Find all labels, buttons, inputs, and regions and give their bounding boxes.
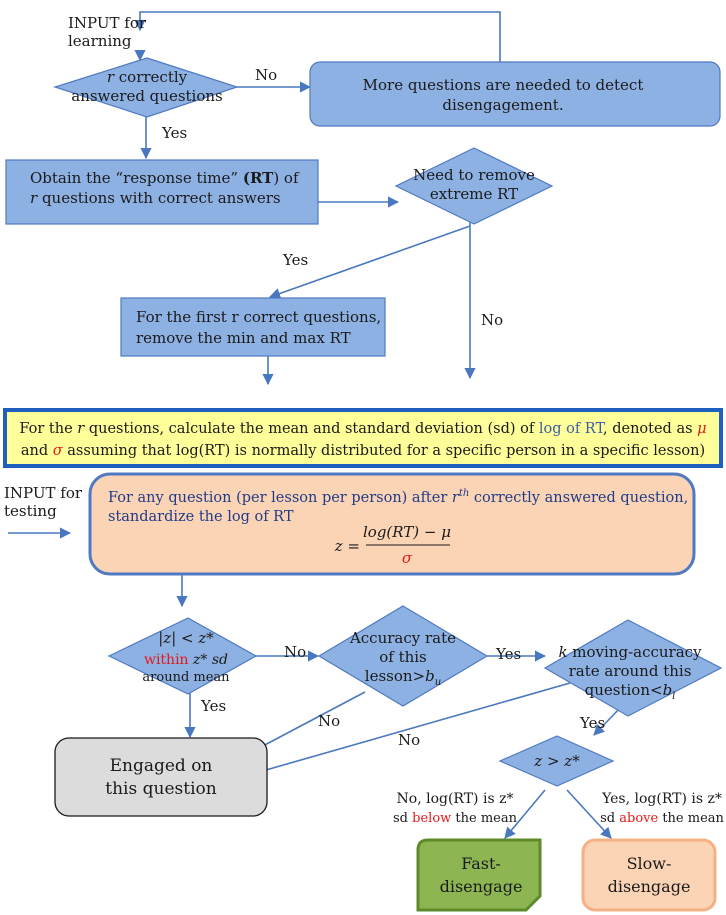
fast-disengage-box: Fast- disengage [416, 838, 542, 912]
remove-minmax-box: For the first r correct questions, remov… [120, 297, 386, 357]
diamond-z-within: |z| < z* within z* sd around mean [107, 617, 258, 695]
slow-disengage-box: Slow- disengage [581, 838, 717, 912]
arrow-zgt-slow [566, 789, 612, 839]
diamond-r-line2: answered questions [71, 87, 223, 105]
diamond-extreme-line1: Need to remove [413, 166, 535, 184]
label-yes-2: Yes [282, 251, 308, 269]
engaged-line2: this question [105, 779, 216, 799]
arrow-zgt-fast [504, 789, 546, 839]
diamond-extreme-rt: Need to remove extreme RT [394, 147, 554, 225]
standardize-box: For any question (per lesson per person)… [88, 472, 696, 576]
remove-minmax-line2: remove the min and max RT [136, 329, 351, 347]
engaged-line1: Engaged on [110, 756, 213, 776]
label-no-2: No [481, 311, 503, 329]
no-branch-label: No, log(RT) is z* sd below the mean [393, 791, 518, 826]
input-testing-line1: INPUT for [4, 484, 83, 502]
slow-line2: disengage [608, 877, 691, 896]
diamond-moving-line1: k moving-accuracy [558, 643, 702, 661]
fast-line1: Fast- [461, 854, 501, 873]
diamond-r-correct: r correctly answered questions [53, 57, 239, 118]
diamond-accuracy: Accuracy rate of this lesson>bu [317, 605, 489, 707]
more-questions-line1: More questions are needed to detect [363, 76, 644, 94]
label-yes-3: Yes [200, 697, 226, 715]
yes-branch-line1: Yes, log(RT) is z* [601, 791, 722, 807]
diamond-extreme-line2: extreme RT [430, 185, 518, 203]
input-testing-line2: testing [4, 502, 57, 520]
input-learning: INPUT for learning [68, 14, 147, 50]
obtain-rt-line1: Obtain the “response time” (RT) of [30, 169, 300, 187]
z-numerator: log(RT) − μ [363, 523, 451, 541]
mean-sd-line1: For the r questions, calculate the mean … [19, 421, 706, 437]
z-denominator: σ [402, 549, 413, 567]
mean-sd-box: For the r questions, calculate the mean … [3, 408, 723, 468]
diamond-moving-line2: rate around this [569, 662, 692, 680]
diamond-accuracy-line3: lesson>bu [365, 667, 441, 688]
standardize-line2: standardize the log of RT [108, 509, 294, 525]
diamond-moving-line3: question<bl [585, 681, 676, 702]
yes-branch-line2: sd above the mean [600, 811, 724, 826]
more-questions-box: More questions are needed to detect dise… [309, 61, 721, 127]
diamond-accuracy-line1: Accuracy rate [349, 629, 456, 647]
diamond-z-line1: |z| < z* [158, 629, 214, 647]
standardize-line1: For any question (per lesson per person)… [108, 488, 688, 506]
arrow-moving-yes [593, 705, 623, 736]
slow-line1: Slow- [627, 854, 672, 873]
input-learning-line1: INPUT for [68, 14, 147, 32]
no-branch-line2: sd below the mean [393, 811, 518, 826]
diamond-z-line2: within z* sd [144, 652, 228, 668]
loop-arrow [134, 11, 501, 62]
arrow-moving-no [208, 682, 571, 789]
no-branch-line1: No, log(RT) is z* [397, 791, 514, 807]
label-no-4: No [318, 712, 340, 730]
label-no-5: No [398, 731, 420, 749]
input-learning-line2: learning [68, 32, 132, 50]
diamond-r-line1: r correctly [107, 68, 188, 86]
obtain-rt-line2: r questions with correct answers [30, 189, 281, 207]
diamond-z-greater: z > z* [498, 735, 615, 787]
label-yes-4: Yes [495, 645, 521, 663]
obtain-rt-box: Obtain the “response time” (RT) of r que… [5, 159, 319, 225]
label-no-3: No [284, 643, 306, 661]
label-yes-5: Yes [579, 714, 605, 732]
diamond-moving-accuracy: k moving-accuracy rate around this quest… [543, 619, 723, 717]
remove-minmax-line1: For the first r correct questions, [136, 308, 381, 326]
diamond-accuracy-line2: of this [379, 648, 427, 666]
input-testing: INPUT for testing [4, 484, 83, 520]
arrow-extreme-yes [268, 225, 471, 299]
diamond-zgt-text: z > z* [533, 752, 580, 770]
label-yes-1: Yes [161, 124, 187, 142]
more-questions-line2: disengagement. [442, 96, 563, 114]
mean-sd-line2: and σ assuming that log(RT) is normally … [21, 443, 705, 459]
diamond-z-line3: around mean [142, 670, 230, 685]
engaged-box: Engaged on this question [54, 737, 268, 817]
yes-branch-label: Yes, log(RT) is z* sd above the mean [600, 791, 724, 826]
z-lhs: z = [334, 537, 360, 555]
fast-line2: disengage [440, 877, 523, 896]
label-no-1: No [255, 66, 277, 84]
